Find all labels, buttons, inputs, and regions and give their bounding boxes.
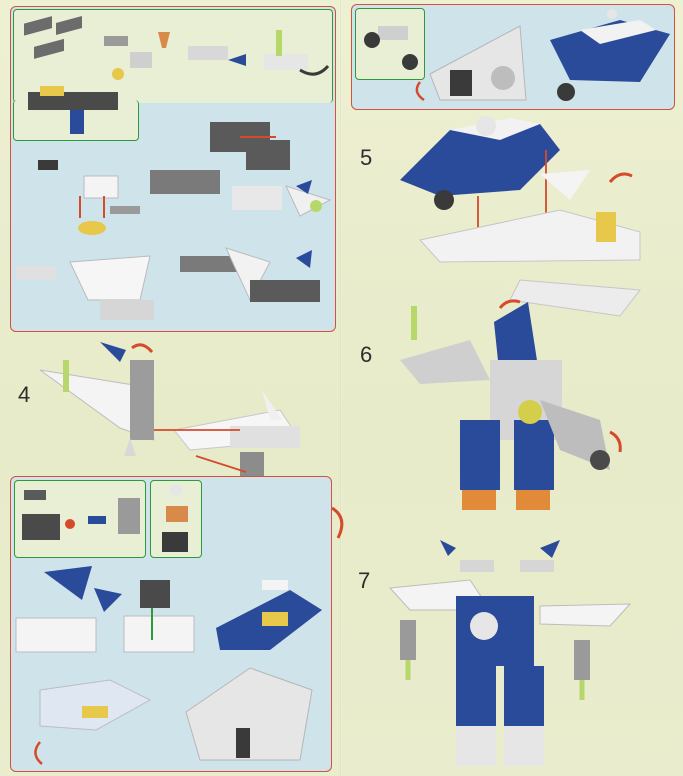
rotate-arrow-icon: [609, 430, 622, 453]
rotate-arrow-icon: [131, 343, 154, 353]
rotate-arrow-icon: [498, 299, 521, 309]
step-number-5: 5: [360, 145, 373, 170]
rotate-arrow-icon: [331, 506, 344, 539]
page-fold: [340, 0, 342, 776]
small-parts-row: [104, 30, 330, 80]
rotate-arrow-icon: [34, 741, 43, 765]
wing-sub-assembly: [16, 247, 320, 320]
step-number-7: 7: [358, 568, 371, 593]
gun-arm-assembly: [28, 86, 118, 134]
rotate-arrow-icon: [608, 172, 633, 183]
step-number-6: 6: [360, 342, 373, 367]
subbuild-steps-lower: [16, 122, 332, 320]
grey-plate-part: [24, 16, 82, 59]
step-number-4: 4: [18, 382, 31, 407]
